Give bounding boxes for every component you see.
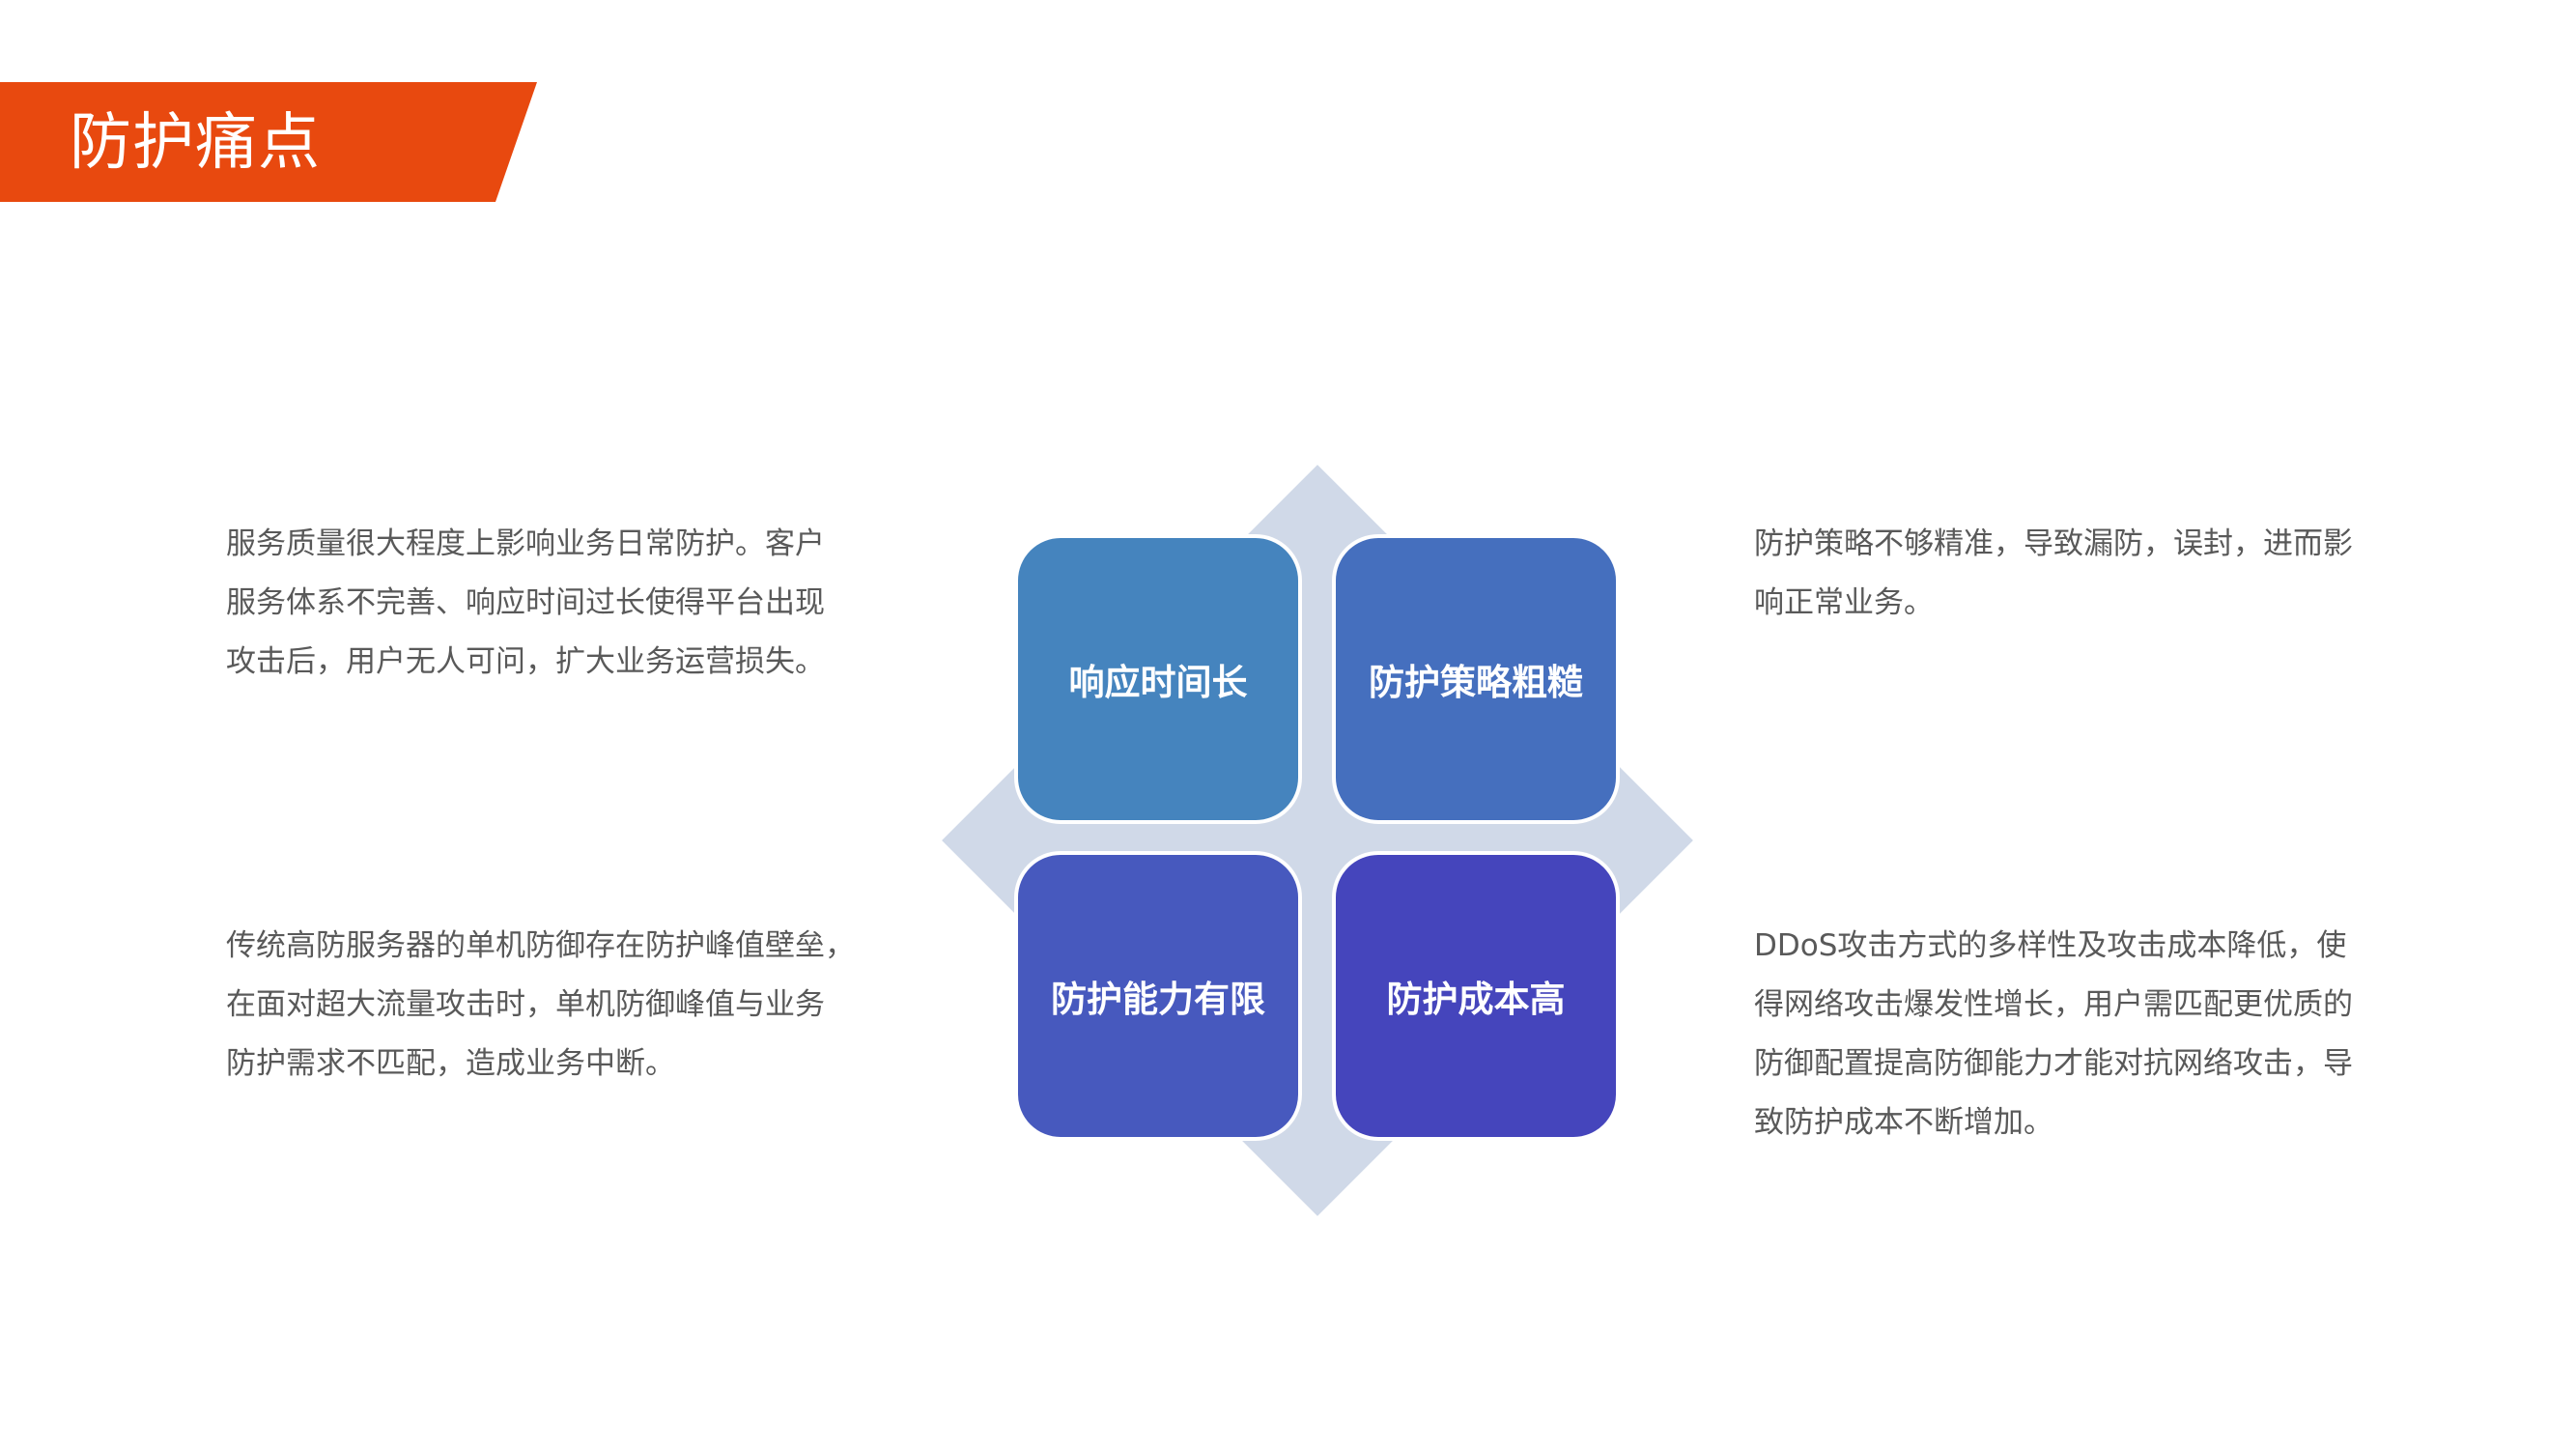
quadrant-cost: 防护成本高: [1332, 851, 1620, 1141]
text-line: 防护需求不匹配，造成业务中断。: [226, 1046, 675, 1081]
text-line: 致防护成本不断增加。: [1754, 1105, 2053, 1140]
text-line: 传统高防服务器的单机防御存在防护峰值壁垒，: [226, 928, 855, 963]
quadrant-response-time: 响应时间长: [1014, 534, 1302, 824]
text-line: 响正常业务。: [1754, 585, 1934, 620]
text-line: 防御配置提高防御能力才能对抗网络攻击，导: [1754, 1046, 2353, 1081]
text-line: 得网络攻击爆发性增长，用户需匹配更优质的: [1754, 987, 2353, 1022]
description-response-time: 服务质量很大程度上影响业务日常防护。客户 服务体系不完善、响应时间过长使得平台出…: [226, 515, 825, 692]
description-cost: DDoS攻击方式的多样性及攻击成本降低，使 得网络攻击爆发性增长，用户需匹配更优…: [1754, 917, 2353, 1152]
text-line: DDoS攻击方式的多样性及攻击成本降低，使: [1754, 928, 2347, 963]
quadrant-label: 防护能力有限: [1051, 979, 1265, 1020]
text-line: 防护策略不够精准，导致漏防，误封，进而影: [1754, 526, 2353, 561]
quadrant-label: 防护成本高: [1386, 979, 1566, 1020]
quadrant-strategy: 防护策略粗糙: [1332, 534, 1620, 824]
text-line: 服务质量很大程度上影响业务日常防护。客户: [226, 526, 825, 561]
page-title: 防护痛点: [70, 107, 321, 179]
description-capacity: 传统高防服务器的单机防御存在防护峰值壁垒， 在面对超大流量攻击时，单机防御峰值与…: [226, 917, 855, 1094]
text-line: 在面对超大流量攻击时，单机防御峰值与业务: [226, 987, 825, 1022]
quadrant-label: 响应时间长: [1068, 662, 1248, 703]
text-line: 服务体系不完善、响应时间过长使得平台出现: [226, 585, 825, 620]
title-banner: [0, 82, 537, 202]
description-strategy: 防护策略不够精准，导致漏防，误封，进而影 响正常业务。: [1754, 515, 2353, 633]
quadrant-capacity: 防护能力有限: [1014, 851, 1302, 1141]
text-line: 攻击后，用户无人可问，扩大业务运营损失。: [226, 644, 825, 679]
quadrant-label: 防护策略粗糙: [1369, 662, 1583, 703]
